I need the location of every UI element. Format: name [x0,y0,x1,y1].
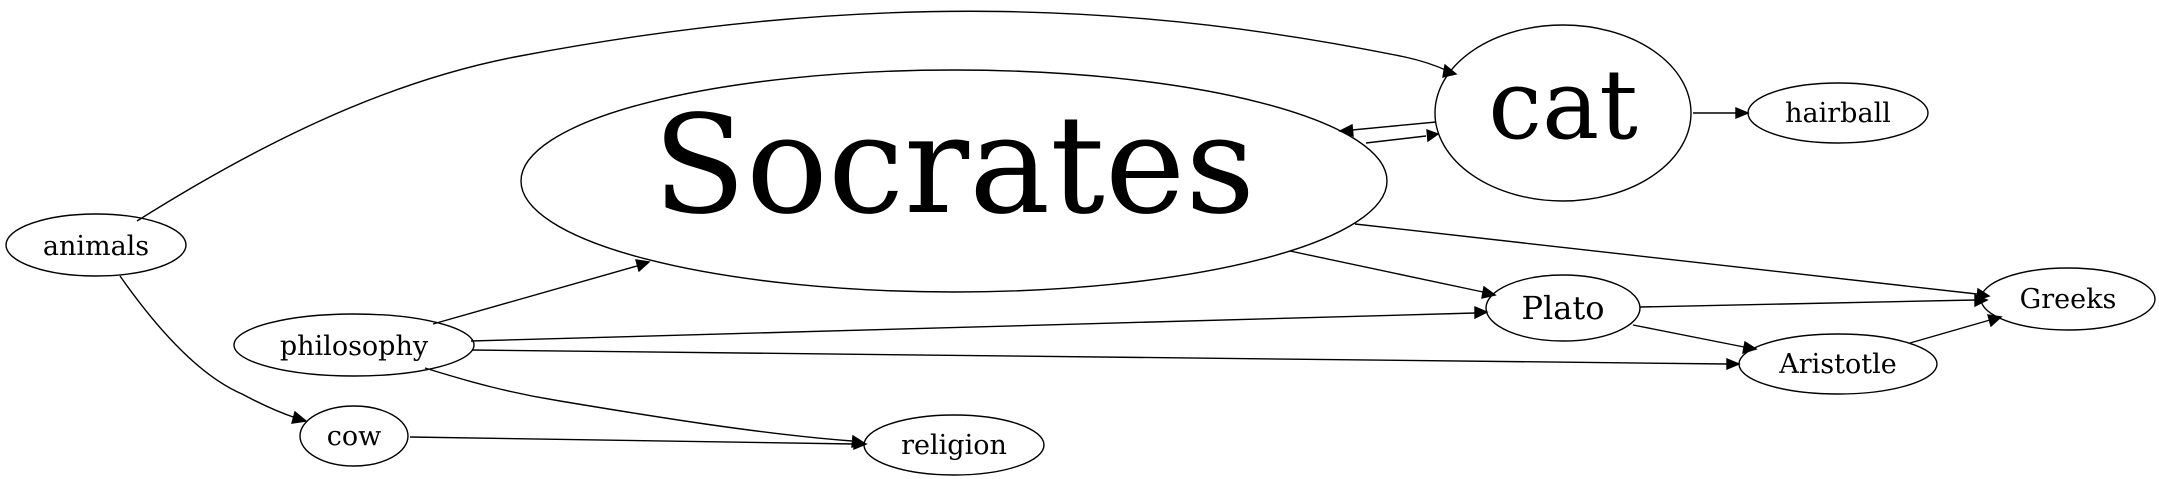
node-religion: religion [863,414,1045,476]
node-cow: cow [299,405,409,467]
edge-philosophy-socrates [432,259,651,325]
edge-philosophy-plato [470,305,1489,342]
node-philosophy-label: philosophy [280,331,429,362]
node-aristotle: Aristotle [1738,333,1938,395]
node-socrates: Socrates [520,69,1388,293]
node-greeks: Greeks [1980,267,2156,331]
edge-animals-cat [136,10,1458,222]
edge-animals-cow [119,275,308,424]
edge-socrates-greeks [1354,223,1991,302]
node-animals: animals [5,213,187,277]
edge-philosophy-aristotle [471,349,1741,371]
node-hairball-label: hairball [1785,98,1891,129]
edge-plato-aristotle [1632,324,1758,355]
edge-cow-religion [409,436,868,451]
edge-cat-hairball [1693,106,1750,120]
node-plato-label: Plato [1522,289,1605,327]
node-cat: cat [1434,24,1692,202]
node-plato: Plato [1485,274,1641,342]
edge-plato-greeks [1639,293,1989,308]
node-socrates-label: Socrates [653,87,1255,245]
node-cow-label: cow [327,421,382,452]
node-aristotle-label: Aristotle [1778,349,1896,380]
edge-cat-socrates [1338,121,1437,138]
node-hairball: hairball [1747,82,1929,144]
node-religion-label: religion [901,430,1007,461]
edge-philosophy-religion [424,367,866,449]
edge-socrates-plato [1289,250,1497,299]
edge-socrates-cat [1365,128,1440,144]
edge-aristotle-greeks [1909,314,2003,344]
node-cat-label: cat [1488,49,1638,161]
node-philosophy: philosophy [233,313,475,377]
node-animals-label: animals [43,231,149,262]
node-greeks-label: Greeks [2020,284,2117,315]
